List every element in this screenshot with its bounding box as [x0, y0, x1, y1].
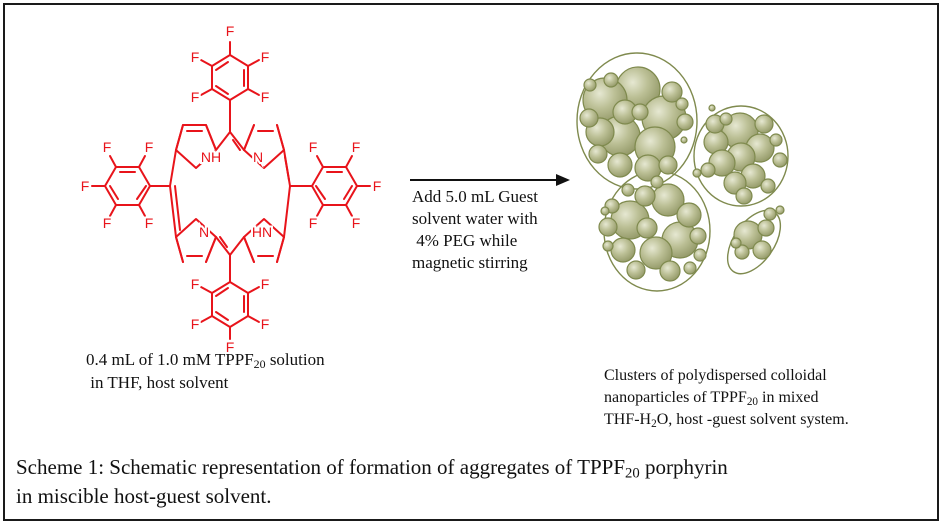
atom-label: F: [309, 215, 318, 231]
nanoparticle: [683, 261, 697, 275]
host-solution-caption: 0.4 mL of 1.0 mM TPPF20 solution in THF,…: [86, 350, 325, 392]
atom-label: HN: [252, 224, 272, 240]
nanoparticle: [588, 144, 608, 164]
nanoparticle: [658, 155, 678, 175]
nanoparticle: [634, 185, 656, 207]
nanoparticle: [754, 114, 774, 134]
cluster-outline: [693, 105, 789, 207]
nanoparticle: [639, 236, 673, 270]
clusters-caption: Clusters of polydispersed colloidal nano…: [604, 367, 849, 430]
atom-label: F: [261, 89, 270, 105]
nanoparticle: [603, 72, 619, 88]
nanoparticle: [772, 152, 788, 168]
nanoparticle: [621, 183, 635, 197]
nanoparticle: [631, 103, 649, 121]
atom-label: N: [199, 224, 209, 240]
atom-label: F: [261, 49, 270, 65]
nanoparticle: [675, 97, 689, 111]
atom-label: F: [261, 276, 270, 292]
nanoparticle: [719, 112, 733, 126]
atom-label: F: [191, 316, 200, 332]
atom-label: F: [191, 276, 200, 292]
nanoparticle: [626, 260, 646, 280]
nanoparticle: [659, 260, 681, 282]
atom-label: F: [261, 316, 270, 332]
nanoparticle: [692, 168, 702, 178]
figure-frame: [3, 3, 939, 521]
nanoparticle: [757, 219, 775, 237]
nanoparticle: [602, 240, 614, 252]
nanoparticle: [661, 81, 683, 103]
nanoparticle: [689, 227, 707, 245]
arrow-condition-label: Add 5.0 mL Guest solvent water with 4% P…: [412, 187, 538, 272]
nanoparticle: [752, 240, 772, 260]
nanoparticle: [734, 244, 750, 260]
nanoparticle: [760, 178, 776, 194]
nanoparticle: [763, 207, 777, 221]
atom-label: NH: [201, 149, 221, 165]
atom-label: F: [191, 89, 200, 105]
nanoparticle: [700, 162, 716, 178]
nanoparticle: [680, 136, 688, 144]
atom-label: F: [352, 215, 361, 231]
atom-label: F: [373, 178, 382, 194]
atom-label: F: [352, 139, 361, 155]
nanoparticle: [775, 205, 785, 215]
atom-label: F: [309, 139, 318, 155]
atom-label: F: [191, 49, 200, 65]
nanoparticle: [607, 152, 633, 178]
nanoparticle: [676, 202, 702, 228]
nanoparticle: [600, 206, 610, 216]
nanoparticle: [693, 248, 707, 262]
nanoparticle: [735, 187, 753, 205]
nanoparticle: [708, 104, 716, 112]
atom-label: F: [103, 139, 112, 155]
nanoparticle: [610, 237, 636, 263]
atom-label: N: [253, 149, 263, 165]
nanoparticle: [598, 217, 618, 237]
nanoparticle: [579, 108, 599, 128]
nanoparticle: [583, 78, 597, 92]
nanoparticle: [730, 237, 742, 249]
nanoparticle: [636, 217, 658, 239]
nanoparticle: [650, 175, 664, 189]
cluster-outline: [576, 52, 698, 190]
atom-label: F: [145, 139, 154, 155]
atom-label: F: [81, 178, 90, 194]
scheme-caption: Scheme 1: Schematic representation of fo…: [16, 455, 728, 508]
nanoparticle: [769, 133, 783, 147]
atom-label: F: [226, 339, 235, 355]
atom-label: F: [103, 215, 112, 231]
nanoparticle: [676, 113, 694, 131]
atom-label: F: [226, 23, 235, 39]
atom-label: F: [145, 215, 154, 231]
